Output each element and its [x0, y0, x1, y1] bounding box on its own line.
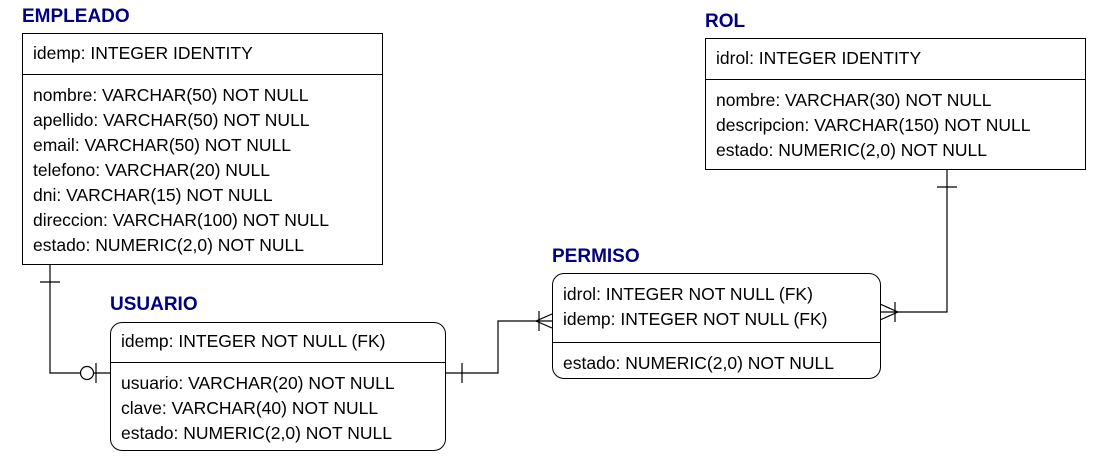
rel-empleado-usuario: [40, 265, 110, 383]
field-telefono: telefono: VARCHAR(20) NULL: [33, 160, 270, 180]
field-nombre: nombre: VARCHAR(30) NOT NULL: [716, 90, 992, 110]
attribute-section: nombre: VARCHAR(30) NOT NULL descripcion…: [706, 80, 1085, 163]
field-estado: estado: NUMERIC(2,0) NOT NULL: [563, 353, 835, 373]
entity-title-permiso: PERMISO: [552, 246, 640, 267]
field-estado: estado: NUMERIC(2,0) NOT NULL: [716, 140, 988, 160]
entity-usuario: idemp: INTEGER NOT NULL (FK) usuario: VA…: [110, 322, 446, 451]
crowfoot-permiso-right: [879, 303, 900, 321]
field-idrol: idrol: INTEGER NOT NULL (FK): [563, 284, 813, 304]
attribute-section: estado: NUMERIC(2,0) NOT NULL: [553, 343, 880, 376]
attribute-section: nombre: VARCHAR(50) NOT NULL apellido: V…: [23, 75, 382, 258]
attribute-section: usuario: VARCHAR(20) NOT NULL clave: VAR…: [111, 363, 445, 446]
entity-title-rol: ROL: [705, 11, 746, 32]
field-dni: dni: VARCHAR(15) NOT NULL: [33, 185, 273, 205]
field-clave: clave: VARCHAR(40) NOT NULL: [121, 398, 379, 418]
entity-rol: idrol: INTEGER IDENTITY nombre: VARCHAR(…: [705, 38, 1086, 170]
entity-empleado: idemp: INTEGER IDENTITY nombre: VARCHAR(…: [22, 33, 383, 265]
field-descripcion: descripcion: VARCHAR(150) NOT NULL: [716, 115, 1031, 135]
crowfoot-permiso-left: [534, 313, 553, 329]
field-estado: estado: NUMERIC(2,0) NOT NULL: [33, 235, 305, 255]
field-usuario: usuario: VARCHAR(20) NOT NULL: [121, 373, 395, 393]
rel-rol-permiso: [879, 170, 957, 322]
field-nombre: nombre: VARCHAR(50) NOT NULL: [33, 85, 309, 105]
zero-circle-usuario: [79, 365, 95, 381]
entity-title-usuario: USUARIO: [110, 294, 198, 315]
field-idemp: idemp: INTEGER NOT NULL (FK): [563, 309, 828, 329]
primary-key-section: idrol: INTEGER IDENTITY: [706, 39, 1085, 80]
field-idemp: idemp: INTEGER NOT NULL (FK): [121, 331, 386, 351]
field-idemp: idemp: INTEGER IDENTITY: [33, 43, 253, 63]
entity-permiso: idrol: INTEGER NOT NULL (FK) idemp: INTE…: [552, 273, 881, 379]
primary-key-section: idrol: INTEGER NOT NULL (FK) idemp: INTE…: [553, 274, 880, 343]
field-direccion: direccion: VARCHAR(100) NOT NULL: [33, 210, 329, 230]
field-estado: estado: NUMERIC(2,0) NOT NULL: [121, 423, 393, 443]
field-email: email: VARCHAR(50) NOT NULL: [33, 135, 292, 155]
entity-title-empleado: EMPLEADO: [22, 6, 130, 27]
rel-usuario-permiso: [446, 311, 553, 383]
field-apellido: apellido: VARCHAR(50) NOT NULL: [33, 110, 310, 130]
primary-key-section: idemp: INTEGER IDENTITY: [23, 34, 382, 75]
field-idrol: idrol: INTEGER IDENTITY: [716, 48, 922, 68]
primary-key-section: idemp: INTEGER NOT NULL (FK): [111, 323, 445, 363]
